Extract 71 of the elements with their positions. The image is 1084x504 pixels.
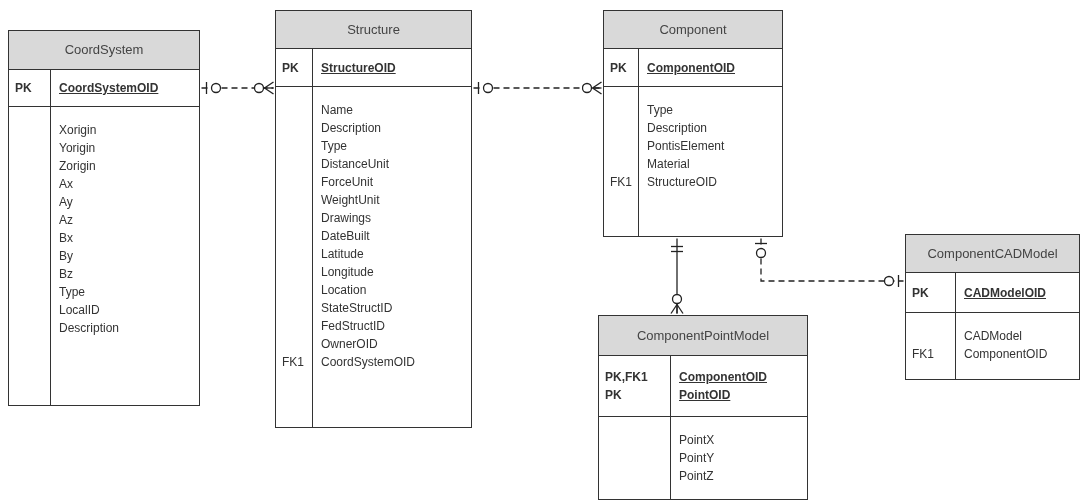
field-name: WeightUnit — [321, 192, 381, 209]
field-name: ComponentOID — [964, 346, 1049, 363]
field-name: Name — [321, 102, 354, 119]
field-name: Xorigin — [59, 122, 98, 139]
field-name: ForceUnit — [321, 174, 374, 191]
entity-table — [275, 10, 472, 428]
field-name: OwnerOID — [321, 336, 379, 353]
field-name: PointX — [679, 432, 716, 449]
key-label: PK — [282, 59, 300, 77]
key-label: PK — [610, 59, 628, 77]
key-label: PK — [605, 387, 623, 404]
field-name: DateBuilt — [321, 228, 371, 245]
table-header: Component — [604, 11, 782, 49]
key-label: PK,FK1 — [605, 369, 649, 386]
field-name: DistanceUnit — [321, 156, 391, 173]
field-name: CADModelOID — [964, 284, 1047, 302]
field-name: Zorigin — [59, 158, 97, 175]
entity-table — [905, 234, 1080, 380]
key-column — [276, 49, 313, 87]
key-column — [599, 356, 671, 417]
entity-table — [598, 315, 808, 500]
field-name: ComponentOID — [647, 59, 736, 77]
key-label: PK — [15, 80, 33, 97]
field-name: Az — [59, 212, 74, 229]
field-name: Longitude — [321, 264, 375, 281]
key-column — [906, 273, 956, 313]
table-header: CoordSystem — [9, 31, 199, 70]
field-name: StructureOID — [647, 174, 719, 191]
key-column — [9, 70, 51, 107]
key-label: FK1 — [912, 346, 935, 363]
field-name: PointOID — [679, 387, 732, 404]
key-label: FK1 — [610, 174, 632, 191]
field-name: Yorigin — [59, 140, 97, 157]
field-name: Bz — [59, 266, 74, 283]
field-name: Latitude — [321, 246, 365, 263]
field-name: ComponentOID — [679, 369, 768, 386]
field-name: Type — [647, 102, 674, 119]
field-name: FedStructID — [321, 318, 387, 335]
relationship-line — [200, 81, 275, 95]
field-name: Description — [647, 120, 709, 137]
relationship-line — [670, 237, 684, 315]
field-name: CoordSystemOID — [321, 354, 417, 371]
field-name: PontisElement — [647, 138, 726, 155]
relationship-line — [472, 81, 603, 95]
field-name: Type — [59, 284, 86, 301]
field-name: By — [59, 248, 74, 265]
field-name: Material — [647, 156, 691, 173]
field-name: LocalID — [59, 302, 101, 319]
field-name: Ax — [59, 176, 74, 193]
key-column — [604, 49, 639, 87]
entity-table — [603, 10, 783, 237]
key-label: PK — [912, 284, 930, 302]
field-name: Location — [321, 282, 368, 299]
table-header: ComponentPointModel — [599, 316, 807, 356]
field-name: StateStructID — [321, 300, 394, 317]
field-name: PointZ — [679, 468, 715, 485]
field-name: Ay — [59, 194, 74, 211]
entity-table — [8, 30, 200, 406]
relationship-line — [754, 237, 905, 288]
field-name: Bx — [59, 230, 74, 247]
field-name: StructureOID — [321, 59, 397, 77]
field-name: Type — [321, 138, 348, 155]
field-name: Description — [59, 320, 121, 337]
key-label: FK1 — [282, 354, 305, 371]
table-header: ComponentCADModel — [906, 235, 1079, 273]
field-name: CoordSystemOID — [59, 80, 160, 97]
field-name: Description — [321, 120, 383, 137]
field-name: PointY — [679, 450, 716, 467]
table-header: Structure — [276, 11, 471, 49]
field-name: Drawings — [321, 210, 372, 227]
field-name: CADModel — [964, 328, 1024, 345]
